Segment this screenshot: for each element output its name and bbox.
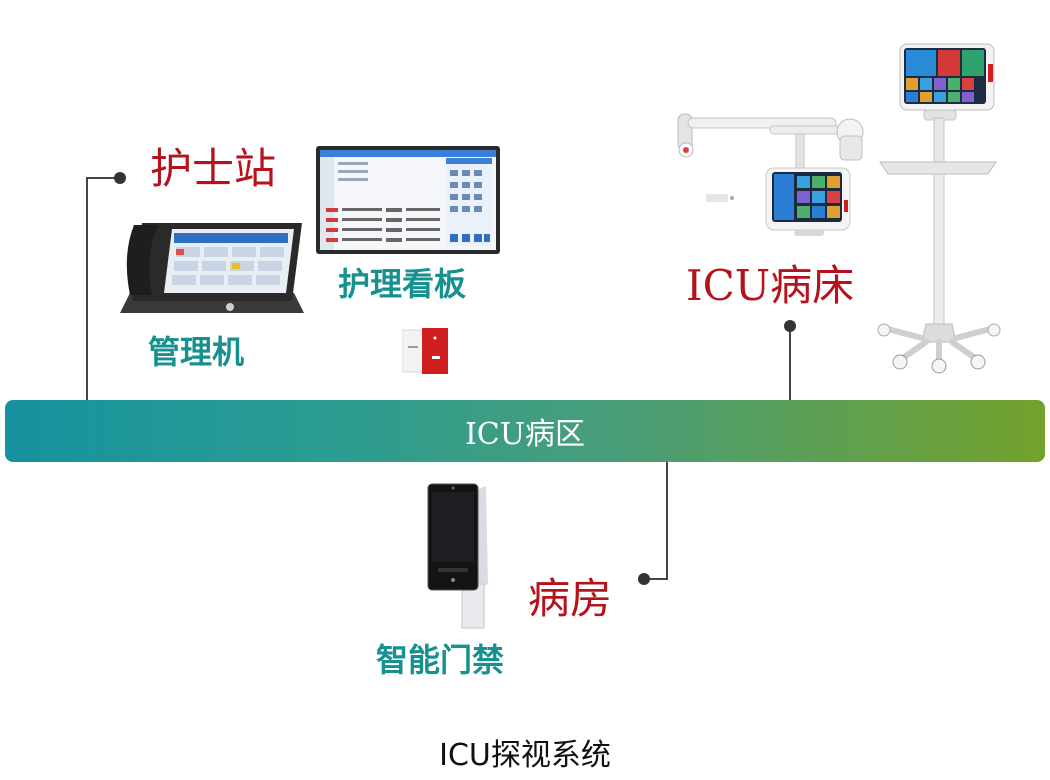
icu-ward-band-label: ICU病区 [464, 417, 586, 452]
management-unit-label: 管理机 [148, 333, 245, 371]
ward-connector-vertical [666, 462, 668, 580]
ward-connector-horizontal [646, 578, 668, 580]
nursing-board-label: 护理看板 [338, 265, 467, 303]
icu-bed-label: ICU病床 [686, 261, 855, 310]
icu-bed-connector-dot [784, 320, 796, 332]
nurse-station-connector-dot [114, 172, 126, 184]
nurse-station-connector-vertical [86, 177, 88, 400]
access-control-label: 智能门禁 [376, 641, 505, 679]
nurse-station-label: 护士站 [150, 144, 277, 193]
icu-bed-connector-vertical [789, 326, 791, 402]
nursing-board-image [316, 146, 500, 254]
ward-label: 病房 [528, 574, 613, 623]
system-caption: ICU探视系统 [439, 738, 611, 773]
icu-ward-band: ICU病区 [5, 400, 1045, 462]
access-control-terminal-image [427, 483, 488, 629]
icu-bed-arm-terminal-image [677, 113, 864, 236]
wall-alarm-unit-image [402, 328, 448, 374]
ward-connector-dot [638, 573, 650, 585]
management-terminal-image [120, 223, 304, 313]
icu-mobile-cart-image [877, 43, 1001, 374]
nurse-station-connector-horizontal [86, 177, 120, 179]
